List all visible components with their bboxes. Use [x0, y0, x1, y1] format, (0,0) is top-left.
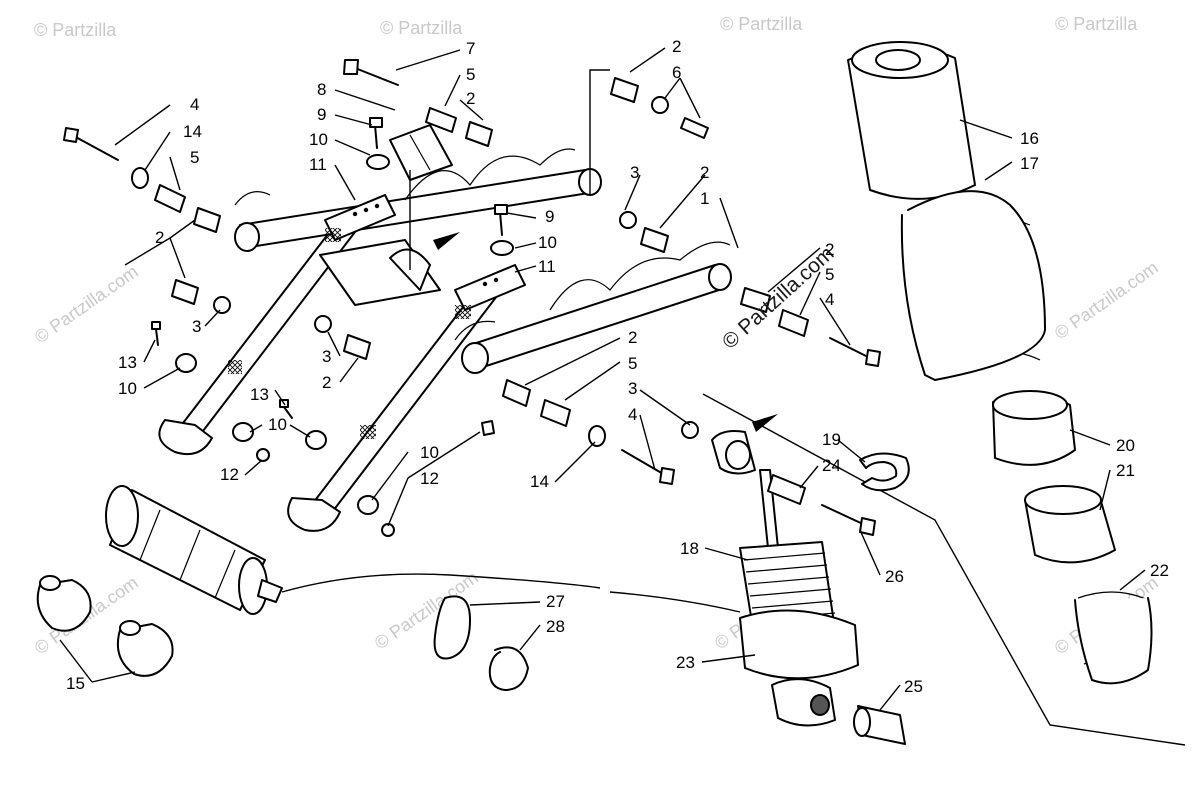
callout-label: 5 — [466, 65, 475, 84]
callout-label: 23 — [676, 653, 695, 672]
shock-absorber — [702, 393, 1186, 746]
direction-arrow-icon — [752, 414, 778, 432]
direction-arrow-icon — [433, 232, 460, 250]
watermark-text: © Partzilla.com — [1051, 257, 1162, 343]
watermark-corner: © Partzilla — [720, 14, 803, 34]
callout-label: 5 — [190, 148, 199, 167]
callout-label: 4 — [825, 290, 834, 309]
watermark-corner: © Partzilla — [1055, 14, 1138, 34]
rear-arm-hardware — [63, 59, 881, 537]
callout-label: 12 — [220, 465, 239, 484]
watermark-text: © Partzilla.com — [31, 261, 142, 347]
callout-label: 8 — [317, 80, 326, 99]
shock-reservoir — [36, 485, 741, 691]
callout-numbers: 4 14 5 2 3 13 10 7 5 2 8 9 10 11 2 6 3 2… — [66, 37, 1169, 696]
callout-label: 25 — [904, 677, 923, 696]
callout-label: 1 — [700, 189, 709, 208]
callout-label: 10 — [118, 379, 137, 398]
callout-label: 5 — [628, 354, 637, 373]
callout-label: 3 — [630, 163, 639, 182]
callout-label: 2 — [825, 240, 834, 259]
callout-label: 10 — [538, 233, 557, 252]
callout-label: 5 — [825, 265, 834, 284]
callout-label: 11 — [538, 257, 556, 276]
callout-label: 18 — [680, 539, 699, 558]
callout-label: 7 — [466, 39, 475, 58]
callout-label: 10 — [268, 415, 287, 434]
callout-label: 20 — [1116, 436, 1135, 455]
callout-label: 14 — [183, 122, 202, 141]
callout-label: 10 — [420, 443, 439, 462]
callout-label: 2 — [672, 37, 681, 56]
callout-label: 16 — [1020, 129, 1039, 148]
callout-label: 2 — [628, 328, 637, 347]
watermark-corner: © Partzilla — [34, 20, 117, 40]
callout-label: 26 — [885, 567, 904, 586]
callout-label: 13 — [250, 385, 269, 404]
callout-label: 12 — [420, 469, 439, 488]
callout-label: 2 — [700, 163, 709, 182]
callout-label: 2 — [155, 228, 164, 247]
callout-label: 14 — [530, 472, 549, 491]
callout-label: 2 — [466, 89, 475, 108]
watermark-corner: © Partzilla — [380, 18, 463, 38]
direction-arrows — [433, 232, 778, 432]
callout-label: 2 — [322, 373, 331, 392]
callout-label: 24 — [822, 456, 841, 475]
callout-label: 19 — [822, 430, 841, 449]
rear-arm-assembly — [158, 124, 732, 532]
callout-label: 6 — [672, 63, 681, 82]
callout-label: 3 — [192, 317, 201, 336]
callout-label: 28 — [546, 617, 565, 636]
callout-label: 22 — [1150, 561, 1169, 580]
callout-label: 11 — [309, 155, 327, 174]
callout-label: 13 — [118, 353, 137, 372]
callout-label: 3 — [628, 379, 637, 398]
callout-label: 4 — [628, 405, 637, 424]
callout-label: 9 — [545, 207, 554, 226]
callout-label: 10 — [309, 130, 328, 149]
callout-label: 15 — [66, 674, 85, 693]
spring-stack — [847, 41, 1153, 685]
callout-label: 17 — [1020, 154, 1039, 173]
leader-lines — [59, 47, 1146, 711]
callout-label: 3 — [322, 347, 331, 366]
callout-label: 4 — [190, 95, 199, 114]
callout-label: 9 — [317, 105, 326, 124]
callout-label: 21 — [1116, 461, 1135, 480]
callout-label: 27 — [546, 592, 565, 611]
